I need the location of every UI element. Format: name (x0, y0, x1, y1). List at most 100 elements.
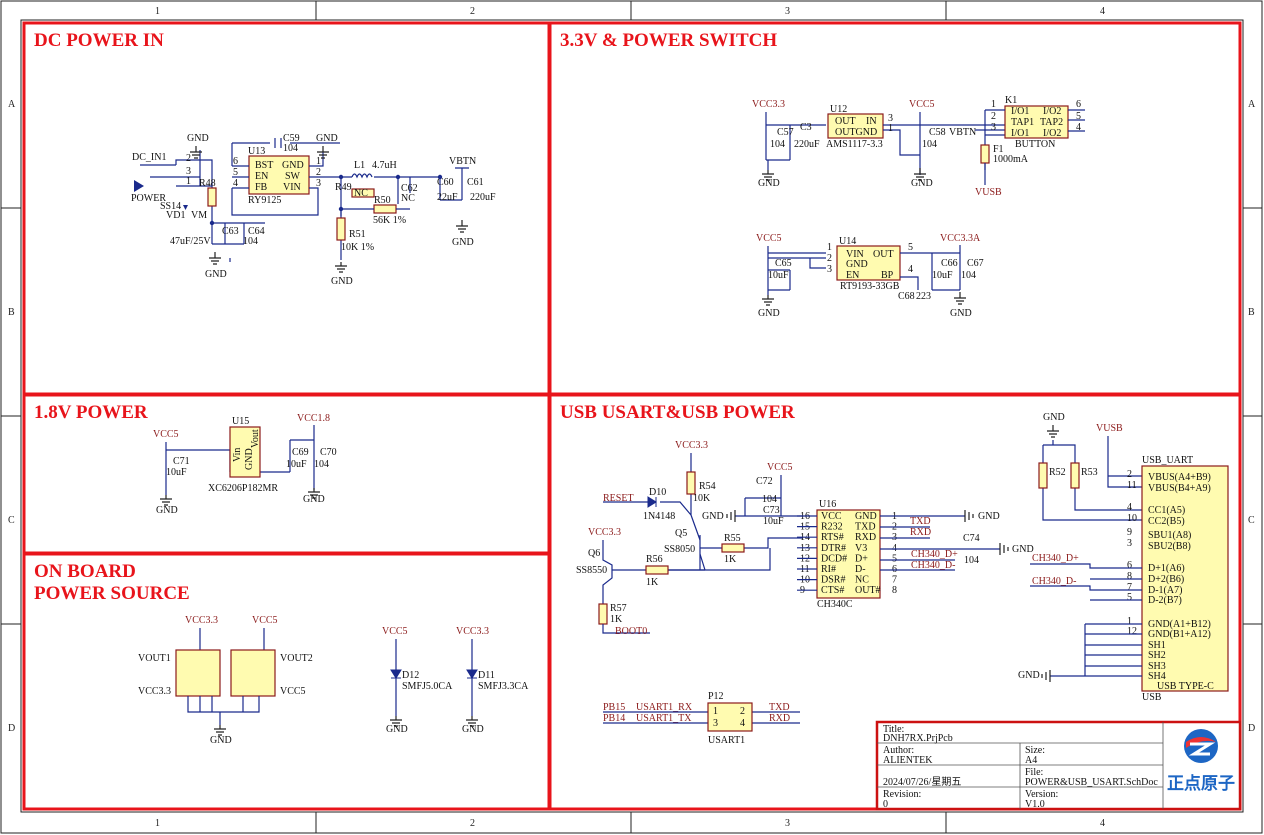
u15-part: XC6206P182MR (208, 483, 278, 494)
usb-c-pin-label: GND(A1+B12) (1148, 619, 1211, 630)
usb-c-pin-num: 12 (1127, 626, 1137, 637)
k1-io2: I/O2 (1043, 106, 1061, 117)
usb-c-pin-num: 11 (1127, 480, 1137, 491)
r50-label: R50 (374, 195, 391, 206)
gnd-u13: GND (316, 133, 338, 144)
u14-vin: VIN (846, 249, 864, 260)
ch340-right-pin: GND (855, 511, 877, 522)
r49-nc: NC (354, 188, 368, 199)
zone-row-b: B (8, 307, 15, 318)
ps-vcc5: VCC5 (909, 99, 935, 110)
usb-c-pin-num: 6 (1127, 560, 1132, 571)
c63-label: C63 (222, 226, 239, 237)
ss14-label: SS14 (160, 201, 181, 212)
u15-gnd: GND (244, 448, 255, 470)
zone-col-2: 2 (470, 6, 475, 17)
r55-label: R55 (724, 533, 741, 544)
usb-ch340dp-conn: CH340_D+ (1032, 553, 1079, 564)
ch340-left-pin: R232 (821, 522, 843, 533)
obp-vcc5-b: VCC5 (280, 686, 306, 697)
vm-label: VM (191, 210, 207, 221)
gnd-c63: GND (205, 269, 227, 280)
zone-row-a-right: A (1248, 99, 1256, 110)
gnd-vbtn: GND (452, 237, 474, 248)
r54-resistor (686, 471, 696, 495)
ps-vcc5-b: VCC5 (756, 233, 782, 244)
ch340-left-pin: CTS# (821, 585, 844, 596)
gnd-d11: GND (462, 724, 484, 735)
dc-power-in-circuit: DC_IN1 2 3 1 POWER R48 SS14 VD1 VM GND U… (131, 133, 496, 287)
k1-pin6: 6 (1076, 99, 1081, 110)
usb-vusb: VUSB (1096, 423, 1123, 434)
c61-label: C61 (467, 177, 484, 188)
k1-pin2: 2 (991, 111, 996, 122)
vout2-label: VOUT2 (280, 653, 313, 664)
k1-io1b: I/O1 (1011, 128, 1029, 139)
c71-value: 10uF (166, 467, 187, 478)
usb-reset: RESET (603, 493, 634, 504)
k1-pin5: 5 (1076, 111, 1081, 122)
gnd-c66: GND (950, 308, 972, 319)
r56-label: R56 (646, 554, 663, 565)
r55-resistor (721, 543, 745, 553)
p12-header (707, 702, 753, 732)
c74-value: 104 (964, 555, 979, 566)
tb-size: A4 (1025, 755, 1037, 766)
f1-value: 1000mA (993, 154, 1029, 165)
ch340-right-pin: D- (855, 564, 866, 575)
zone-col-4-bottom: 4 (1100, 818, 1105, 829)
r56-resistor (645, 565, 669, 575)
ps-vbtn: VBTN (949, 127, 976, 138)
dc-pin-2: 2 (186, 153, 191, 164)
usb-c-pin-label: CC1(A5) (1148, 505, 1185, 516)
c62-label: C62 (401, 183, 418, 194)
zone-col-1-bottom: 1 (155, 818, 160, 829)
u12-outgnd: OUTGND (835, 127, 877, 138)
r54-label: R54 (699, 481, 716, 492)
u13-pin3: 3 (316, 178, 321, 189)
usb-c-pin-label: SBU2(B8) (1148, 541, 1191, 552)
c59-label: C59 (283, 133, 300, 144)
gnd-c72: GND (702, 511, 724, 522)
gnd-usb: GND (1018, 670, 1040, 681)
usb-label: USB (1142, 692, 1162, 703)
usb-c-pin-label: D+2(B6) (1148, 574, 1184, 585)
zone-col-2-bottom: 2 (470, 818, 475, 829)
tb-title: DNH7RX.PrjPcb (883, 733, 953, 744)
gnd-c69: GND (303, 494, 325, 505)
usb-c-pin-num: 10 (1127, 513, 1137, 524)
u14-pin4: 4 (908, 264, 913, 275)
u13-pin6: 6 (233, 156, 238, 167)
ch340-left-pin: RI# (821, 564, 836, 575)
zone-row-b-right: B (1248, 307, 1255, 318)
c57-value: 104 (770, 139, 785, 150)
usb-c-pin-label: D+1(A6) (1148, 563, 1185, 574)
usb-c-pin-label: SH3 (1148, 661, 1166, 672)
r51-value: 10K 1% (341, 242, 374, 253)
k1-switch (1004, 105, 1069, 139)
usb-type-c-pins: VBUS(A4+B9)VBUS(B4+A9)CC1(A5)CC2(B5)SBU1… (1127, 469, 1211, 682)
gnd-obp: GND (210, 735, 232, 746)
ps-vcc33: VCC3.3 (752, 99, 785, 110)
ch340-right-pin: OUT# (855, 585, 881, 596)
u15-chip (229, 426, 261, 478)
p12-pin2: 2 (740, 706, 745, 717)
u14-chip (836, 245, 901, 281)
r56-value: 1K (646, 577, 659, 588)
d12-label: D12 (402, 670, 419, 681)
u14-bp: BP (881, 270, 894, 281)
dc-in-label: DC_IN1 (132, 152, 166, 163)
power-jack-icon (134, 180, 144, 192)
c3-value: 220uF (794, 139, 820, 150)
u14-pin1: 1 (827, 242, 832, 253)
usb-c-pin-num: 8 (1127, 571, 1132, 582)
u13-label: U13 (248, 146, 265, 157)
r50-resistor (373, 204, 397, 214)
ch340-left-pin: DTR# (821, 543, 846, 554)
c60-label: C60 (437, 177, 454, 188)
d11-part: SMFJ3.3CA (478, 681, 529, 692)
u14-pin2: 2 (827, 253, 832, 264)
ch340-left-pins: VCC16R23215RTS#14DTR#13DCD#12RI#11DSR#10… (797, 511, 847, 596)
k1-tap1: TAP1 (1011, 117, 1034, 128)
